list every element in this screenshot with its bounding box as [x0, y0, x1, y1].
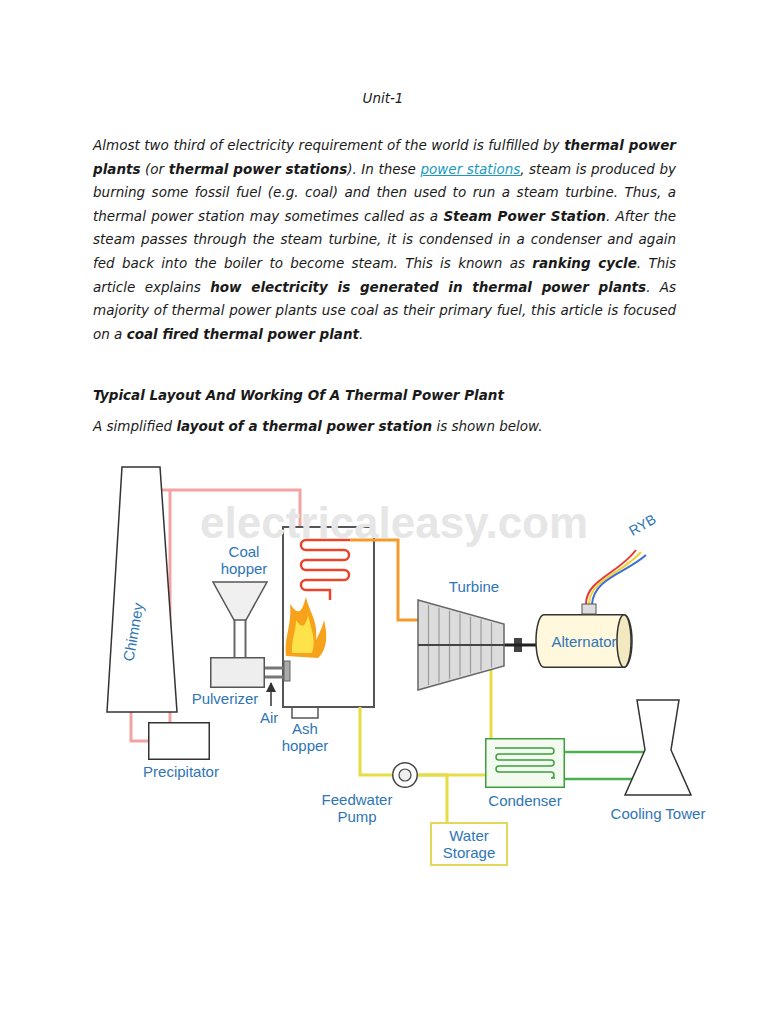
- ash-hopper-shape: [292, 708, 318, 718]
- precipitator-shape: [148, 722, 210, 760]
- watermark: electricaleasy.com: [200, 498, 588, 548]
- cooling-tower: Cooling Tower: [625, 700, 691, 795]
- bold-text: coal fired thermal power plant: [127, 326, 359, 342]
- component-label: Cooling Tower: [611, 805, 706, 822]
- condenser-shape: [485, 738, 565, 788]
- body-text: is shown below.: [432, 418, 542, 434]
- water-storage: Water Storage: [430, 822, 508, 866]
- exhaust-steam-pipe: [490, 670, 493, 738]
- steam-pipe: [350, 540, 418, 620]
- body-text: Almost two third of electricity requirem…: [93, 137, 564, 153]
- component-label: Condenser: [488, 792, 561, 809]
- feedwater-pump-shape: [392, 762, 418, 788]
- body-text: .: [359, 326, 363, 342]
- component-label: Turbine: [449, 578, 499, 595]
- turbine-shaft: [503, 644, 536, 647]
- feedwater-pump: Feedwater Pump: [392, 762, 418, 788]
- component-label: Ash hopper: [282, 720, 329, 754]
- coal-hopper-shape: [213, 582, 267, 620]
- bold-text: Steam Power Station: [443, 208, 606, 224]
- cooling-tower-shape: [625, 700, 691, 795]
- flame: [286, 597, 327, 658]
- component-label: Coal hopper: [221, 543, 268, 577]
- component-label: Alternator: [551, 633, 616, 650]
- body-paragraph: Almost two third of electricity requirem…: [93, 134, 676, 346]
- page-title: Unit-1: [0, 90, 766, 106]
- bold-text: ranking cycle: [532, 255, 637, 271]
- pulverizer-shape: [210, 657, 265, 688]
- section-heading: Typical Layout And Working Of A Thermal …: [93, 385, 713, 405]
- alternator: Alternator: [536, 614, 632, 668]
- bold-text: Typical Layout And Working Of A Thermal …: [93, 387, 504, 403]
- component-label: Feedwater Pump: [322, 791, 393, 825]
- burner-nozzle: [284, 661, 290, 681]
- boiler: [283, 527, 374, 707]
- condenser: Condenser: [485, 738, 565, 788]
- intro-sentence: A simplified layout of a thermal power s…: [93, 416, 713, 436]
- phase-wire: [589, 552, 641, 604]
- body-text: A simplified: [93, 418, 176, 434]
- feedwater-pipe: [360, 707, 392, 775]
- coal-chute: [234, 620, 236, 657]
- component-label: Precipitator: [143, 763, 219, 780]
- flue-gas-duct: [131, 712, 148, 741]
- hopper-chute: [245, 620, 247, 657]
- precipitator: Precipitator: [148, 722, 210, 760]
- chimney-shape: [107, 467, 177, 712]
- component-label: Water Storage: [443, 827, 496, 861]
- cooling-water-pipe: [565, 778, 632, 781]
- turbine: Turbine: [418, 600, 504, 690]
- ash-hopper: Ash hopper: [292, 708, 318, 718]
- bold-text: thermal power stations: [169, 161, 347, 177]
- makeup-water-pipe: [418, 775, 447, 822]
- coal-hopper: Coal hopper: [213, 582, 267, 620]
- link-text: power stations: [420, 161, 520, 177]
- turbine-shape: [418, 600, 504, 690]
- bold-text: how electricity is generated in thermal …: [210, 279, 646, 295]
- pulverizer: Pulverizer: [210, 657, 265, 688]
- bold-text: layout of a thermal power station: [176, 418, 432, 434]
- body-text: (or: [141, 161, 169, 177]
- chimney: Chimney: [107, 467, 177, 712]
- air-label: Air: [260, 709, 278, 726]
- air-arrow: [270, 683, 272, 706]
- flame: [292, 615, 314, 653]
- phase-wire: [592, 555, 646, 604]
- phase-label: RYB: [626, 511, 659, 539]
- component-label: Pulverizer: [192, 690, 259, 707]
- body-text: ). In these: [347, 161, 420, 177]
- boiler-coil: [301, 540, 350, 600]
- cooling-water-pipe: [565, 751, 644, 754]
